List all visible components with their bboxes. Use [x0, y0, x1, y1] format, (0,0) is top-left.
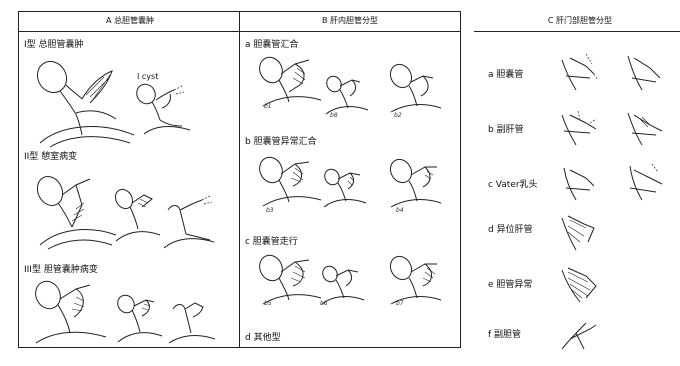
label-type-2: II型 憩室病变	[24, 152, 77, 163]
figure-c-f	[556, 315, 601, 355]
label-b-a: a 胆囊管汇合	[245, 40, 298, 51]
figure-b-a3	[385, 60, 445, 115]
figure-c-d	[556, 210, 601, 255]
figure-a-type2-c	[160, 190, 220, 250]
divider-a-b	[239, 11, 240, 348]
fig-num-b3: b3	[266, 207, 274, 214]
header-underline-c	[474, 31, 680, 32]
figure-b-b2	[320, 165, 370, 210]
label-c-d: d 异位肝管	[488, 225, 533, 236]
header-b: B 肝内胆管分型	[255, 16, 445, 26]
figure-a-type3-c	[165, 295, 220, 345]
figure-c-b2	[622, 105, 667, 150]
figure-c-b1	[556, 105, 601, 150]
figure-c-e	[556, 262, 601, 307]
figure-a-type2-main	[32, 165, 122, 250]
figure-b-b1	[255, 152, 325, 207]
figure-b-a2	[322, 72, 372, 117]
header-a: A 总胆管囊肿	[40, 16, 220, 26]
label-c-f: f 副胆管	[488, 330, 521, 341]
figure-a-type3-b	[112, 290, 167, 345]
label-type-1: I型 总胆管囊肿	[24, 40, 84, 51]
figure-a-type1-main	[30, 55, 140, 145]
figure-b-c3	[385, 252, 445, 307]
figure-c-c2	[622, 160, 667, 205]
header-c: C 肝门部胆管分型	[485, 16, 675, 26]
figure-a-type2-b	[110, 185, 165, 245]
figure-b-a1	[255, 52, 325, 107]
figure-c-c1	[556, 160, 601, 205]
label-c-b: b 副肝管	[488, 125, 524, 136]
label-c-a: a 胆囊管	[488, 70, 523, 81]
figure-b-c2	[318, 262, 368, 307]
label-c-c: c Vater乳头	[488, 180, 538, 191]
label-b-c: c 胆囊管走行	[245, 237, 298, 248]
figure-c-a1	[556, 50, 601, 95]
left-border	[18, 11, 19, 348]
figure-b-c1	[255, 250, 325, 305]
figure-c-a2	[622, 50, 667, 95]
figure-a-type1-cyst	[130, 78, 200, 138]
figure-a-type3-main	[30, 275, 110, 345]
label-b-d: d 其他型	[245, 333, 281, 344]
label-b-b: b 胆囊管异常汇合	[245, 137, 317, 148]
divider-b-c	[460, 11, 461, 348]
figure-b-b3	[385, 155, 445, 210]
label-c-e: e 胆管异常	[488, 280, 532, 291]
